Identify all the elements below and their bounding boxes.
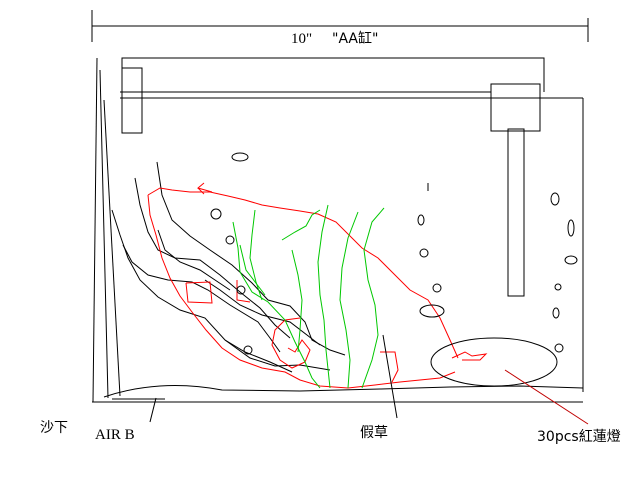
plant-stem-6 bbox=[361, 207, 385, 389]
fish-school-area bbox=[430, 337, 558, 387]
fake-grass-pointer-line bbox=[382, 334, 398, 419]
bubble bbox=[554, 343, 564, 353]
bubble bbox=[550, 192, 560, 206]
filter-intake-tube bbox=[507, 128, 525, 297]
rock-ridge-4 bbox=[122, 244, 281, 353]
rock-ridge-6 bbox=[204, 279, 321, 346]
filter-box bbox=[490, 83, 541, 132]
bubble bbox=[552, 307, 560, 319]
tank-left-wall-outer bbox=[92, 57, 98, 403]
under-sand-label: 沙下 bbox=[40, 420, 68, 436]
rock-ridge-1 bbox=[111, 209, 293, 373]
tank-left-wall-inner bbox=[99, 69, 109, 399]
bubble bbox=[225, 235, 235, 245]
bubble bbox=[417, 214, 425, 226]
rock-ridge-5 bbox=[157, 229, 231, 291]
outline-right-mark bbox=[380, 351, 399, 383]
hardscape-outline bbox=[147, 182, 459, 389]
bubble bbox=[432, 283, 442, 293]
width-dimension-bracket bbox=[91, 10, 589, 42]
outline-center-rock bbox=[271, 317, 311, 369]
rock-ridge-7 bbox=[224, 339, 331, 371]
hood-left-clip bbox=[121, 67, 143, 134]
outline-small-rock bbox=[185, 281, 213, 304]
plant-stem-5 bbox=[339, 211, 359, 389]
outline-bottom-edge bbox=[147, 194, 456, 389]
fish-label: 30pcs紅蓮燈 bbox=[537, 429, 621, 445]
outline-top-edge bbox=[147, 187, 459, 359]
rock-ridge-2 bbox=[134, 177, 291, 339]
air-b-label: AIR B bbox=[95, 427, 135, 443]
air-bubbles bbox=[210, 152, 578, 355]
bubble bbox=[419, 248, 429, 258]
plant-stem-4 bbox=[317, 204, 331, 389]
plant-stem-3 bbox=[281, 209, 321, 241]
bubble bbox=[564, 255, 578, 265]
air-b-pointer-line bbox=[149, 397, 157, 423]
tank-width-label: 10" bbox=[291, 31, 312, 47]
rock-hardscape bbox=[111, 161, 346, 373]
tank-name-label: "AA缸" bbox=[332, 30, 378, 47]
bubble bbox=[210, 208, 222, 220]
bubble bbox=[243, 345, 253, 355]
bubble bbox=[567, 219, 575, 237]
bubble bbox=[419, 304, 445, 318]
outline-left-mark bbox=[236, 280, 251, 303]
tank-left-wall-back bbox=[103, 99, 121, 397]
bubble bbox=[554, 283, 562, 291]
bubble bbox=[236, 285, 246, 295]
fish-pointer-line bbox=[504, 369, 589, 425]
bubble bbox=[231, 152, 249, 162]
fake-grass-label: 假草 bbox=[360, 425, 388, 441]
tank-outline bbox=[92, 57, 584, 403]
outline-arrow-tail bbox=[197, 187, 205, 195]
tank-hood bbox=[121, 57, 545, 92]
plant-stem-8 bbox=[239, 244, 266, 296]
rock-ridge-3 bbox=[156, 161, 346, 356]
plant-stem-7 bbox=[291, 249, 303, 353]
fake-grass-plants bbox=[232, 204, 385, 389]
fish-mark bbox=[451, 351, 488, 361]
sand-surface-line bbox=[103, 385, 584, 398]
plant-stem-1 bbox=[232, 221, 321, 389]
plant-stem-2 bbox=[249, 209, 263, 301]
